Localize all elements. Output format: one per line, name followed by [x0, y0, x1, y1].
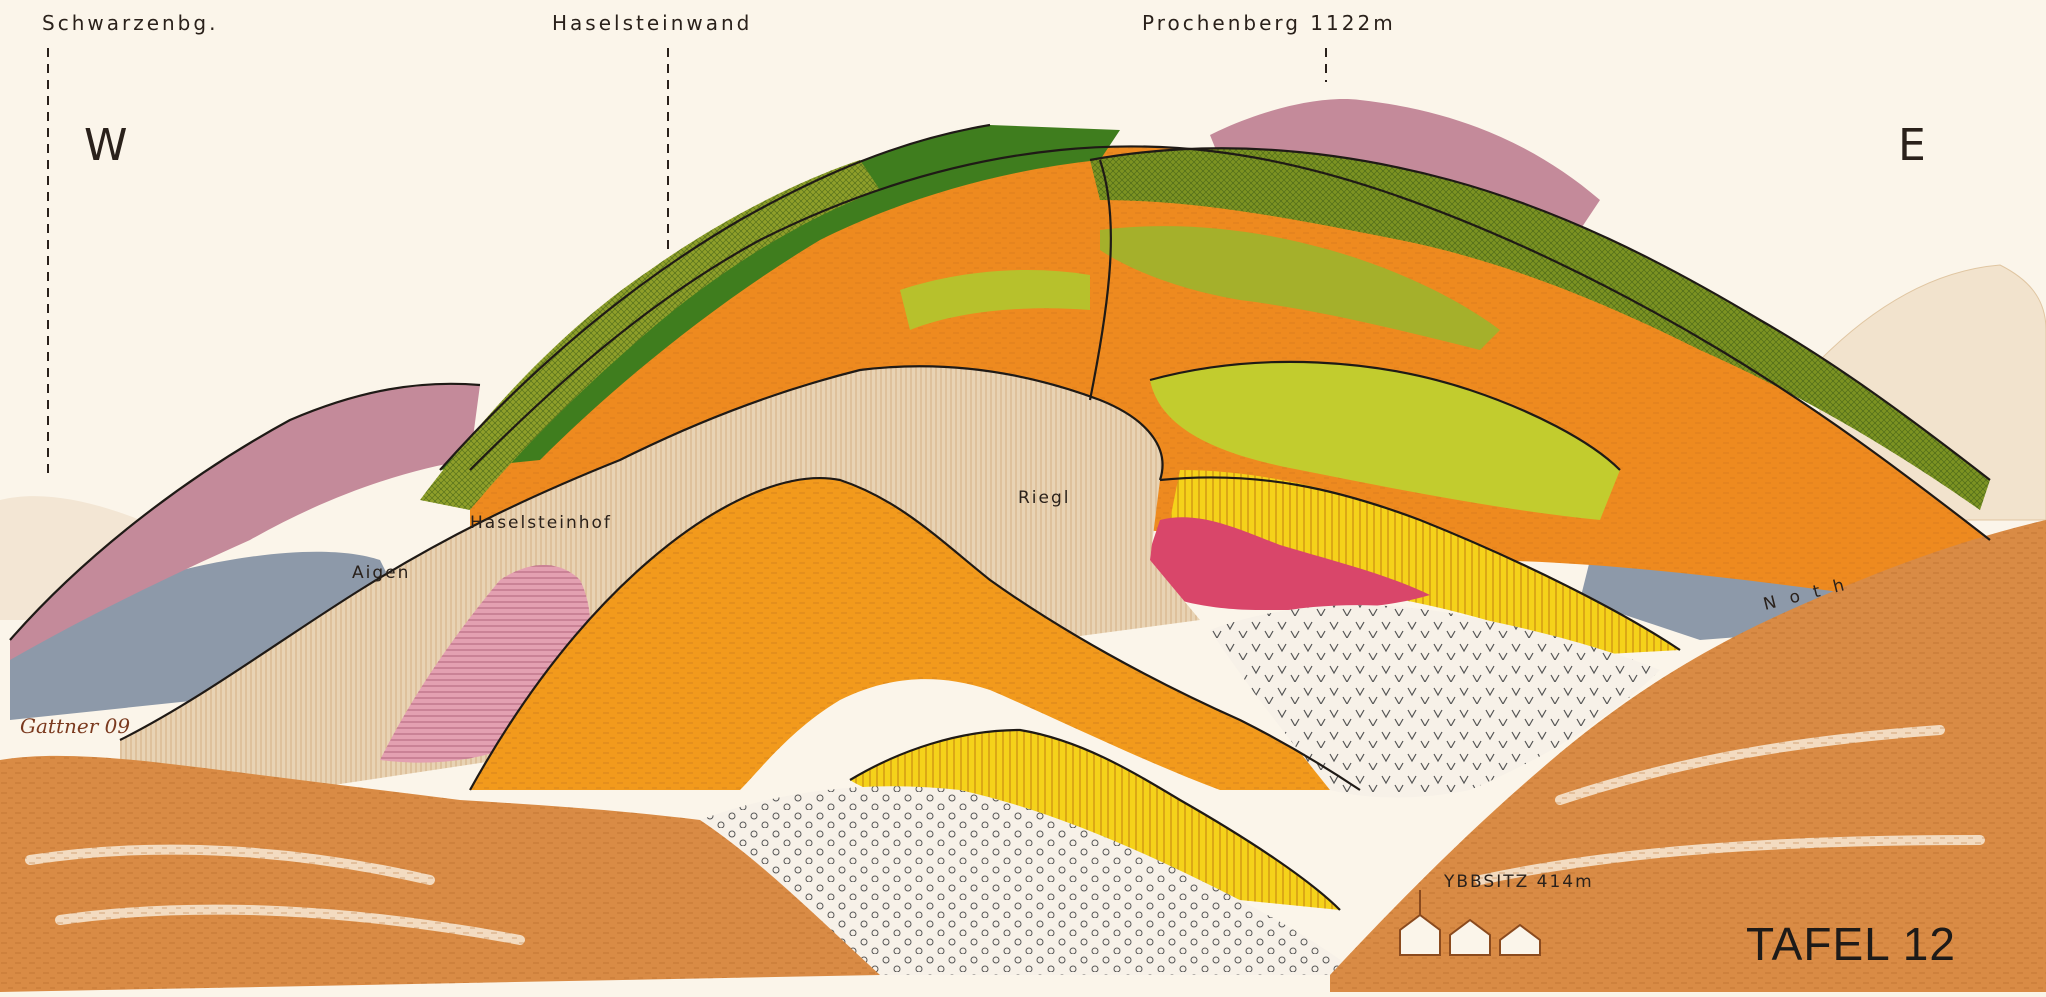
label-schwarzenberg: Schwarzenbg. — [42, 11, 218, 35]
label-aigen: Aigen — [352, 563, 410, 583]
label-ybbsitz: YBBSITZ 414m — [1443, 872, 1594, 892]
label-prochenberg: Prochenberg 1122m — [1142, 11, 1396, 35]
label-haselsteinwand: Haselsteinwand — [552, 11, 752, 35]
direction-east: E — [1898, 120, 1926, 171]
label-riegl: Riegl — [1018, 488, 1071, 508]
direction-west: W — [84, 120, 128, 171]
artist-signature: Gattner 09 — [20, 714, 130, 738]
label-haselsteinhof: Haselsteinhof — [470, 513, 612, 533]
plate-label: TAFEL 12 — [1746, 918, 1956, 970]
